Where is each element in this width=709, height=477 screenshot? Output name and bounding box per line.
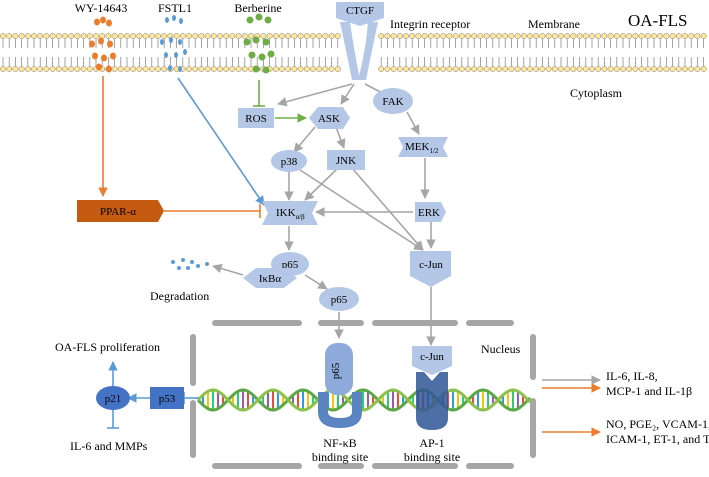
ikk-node: IKKα/β: [262, 201, 318, 225]
p65-lower-node: p65: [319, 287, 359, 311]
cjun-cyto-label: c-Jun: [419, 259, 443, 271]
degradation-label: Degradation: [150, 289, 209, 303]
ros-node: ROS: [238, 108, 274, 128]
arrow-jnk-cjun: [351, 167, 424, 251]
nucleus-label: Nucleus: [481, 342, 521, 356]
mek-label: MEK1/2: [405, 141, 439, 155]
cjun-nuclear-node: c-Jun: [412, 346, 452, 375]
p21-label: p21: [105, 393, 122, 405]
cytoplasm-label: Cytoplasm: [570, 86, 623, 100]
erk-node: ERK: [415, 202, 446, 222]
nuclear-envelope: [190, 320, 536, 469]
nfkb-binding-label: binding site: [312, 450, 368, 464]
p53-node: p53: [150, 387, 184, 409]
cell-type-title: OA-FLS: [628, 11, 688, 30]
arrow-p38-cjun: [299, 169, 424, 251]
p65-cyto-label: p65: [282, 259, 299, 271]
integrin-label: Integrin receptor: [390, 17, 470, 31]
ppar-node: PPAR-α: [77, 200, 164, 222]
ctgf-node: CTGF: [336, 2, 384, 26]
arrow-ctgf-ros: [277, 83, 353, 107]
proliferation-label: OA-FLS proliferation: [55, 340, 160, 354]
jnk-label: JNK: [336, 155, 356, 167]
ros-label: ROS: [245, 113, 266, 125]
arrow-fak-mek: [406, 111, 420, 135]
ppar-label: PPAR-α: [100, 206, 136, 218]
cytoplasm-dots: [171, 258, 209, 270]
p53-label: p53: [159, 393, 176, 405]
erk-label: ERK: [418, 207, 440, 219]
integrin-receptor: [340, 22, 378, 80]
arrow-p65-release: [304, 274, 328, 290]
mek-node: MEK1/2: [398, 137, 448, 157]
p65-nuclear-label: p65: [330, 362, 342, 379]
arrow-ask-jnk: [335, 126, 346, 149]
ap1-binding-label: binding site: [404, 450, 460, 464]
output-cytokines-line2: MCP-1 and IL-1β: [606, 384, 692, 398]
arrow-jnk-ikk: [304, 167, 339, 201]
pathway-arrows: [98, 76, 601, 437]
fak-label: FAK: [382, 96, 403, 108]
berberine-molecules: [243, 13, 275, 74]
membrane-label: Membrane: [528, 17, 580, 31]
arrow-ctgf-ask: [340, 83, 355, 105]
arrow-fstl1-ikk: [177, 77, 265, 206]
output-mediators-line1: NO, PGE₂, VCAM-1,: [606, 417, 709, 431]
cjun-nuclear-label: c-Jun: [420, 351, 444, 363]
ctgf-label: CTGF: [346, 5, 374, 17]
p38-node: p38: [271, 150, 307, 172]
fstl1-molecules: [160, 15, 187, 72]
dna-helix: [196, 388, 532, 412]
ask-node: ASK: [309, 107, 350, 129]
arrow-ikba-degradation: [212, 263, 244, 276]
nfkb-label: NF-κB: [323, 436, 356, 450]
ikba-label: IκBα: [259, 273, 282, 285]
ap1-complex: [416, 372, 448, 430]
ikk-label: IKKα/β: [276, 207, 305, 221]
nfkb-complex: p65: [318, 343, 362, 428]
berberine-label: Berberine: [234, 1, 281, 15]
p38-label: p38: [281, 156, 298, 168]
output-mediators-line2: ICAM-1, ET-1, and TF: [606, 432, 709, 446]
arrow-ask-p38: [293, 126, 316, 153]
ikba-node: IκBα: [243, 268, 297, 288]
cell-membrane: [0, 33, 707, 72]
fstl1-label: FSTL1: [158, 1, 192, 15]
wy-14643-molecules: [89, 16, 116, 73]
cjun-cyto-node: c-Jun: [410, 251, 451, 287]
wy-14643-label: WY-14643: [75, 1, 128, 15]
output-cytokines-line1: IL-6, IL-8,: [606, 369, 658, 383]
ap1-label: AP-1: [419, 436, 444, 450]
fak-node: FAK: [373, 88, 413, 114]
il6-mmps-label: IL-6 and MMPs: [70, 439, 148, 453]
ask-label: ASK: [318, 113, 340, 125]
p21-node: p21: [96, 386, 130, 410]
jnk-node: JNK: [327, 150, 365, 170]
p65-lower-label: p65: [331, 294, 348, 306]
